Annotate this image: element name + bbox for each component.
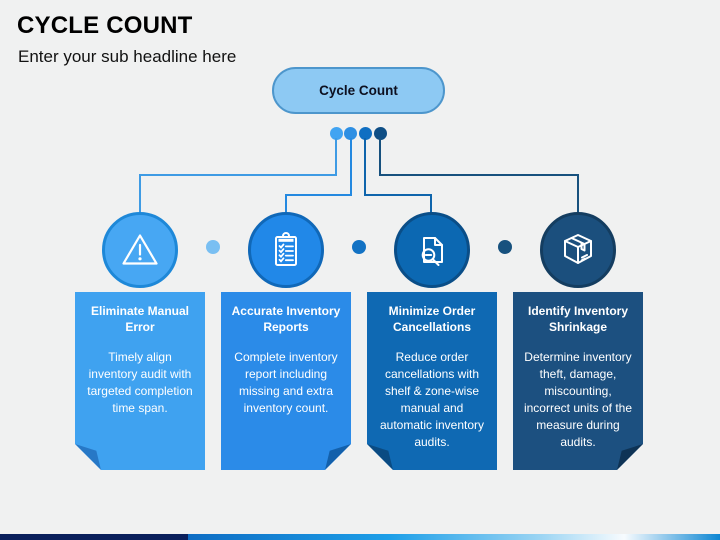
card-title: Eliminate Manual Error: [90, 304, 190, 334]
item-card[interactable]: Minimize Order Cancellations Reduce orde…: [367, 292, 497, 470]
hub-dot: [330, 127, 343, 140]
item-card[interactable]: Eliminate Manual Error Timely align inve…: [75, 292, 205, 470]
card-body: Reduce order cancellations with shelf & …: [379, 350, 485, 449]
card-body: Determine inventory theft, damage, misco…: [523, 350, 633, 449]
connector-line: [379, 138, 381, 176]
warning-triangle-icon: [122, 234, 158, 265]
connector-line: [364, 138, 366, 196]
card-title: Minimize Order Cancellations: [388, 304, 476, 334]
connector-line: [335, 138, 337, 176]
hub-pill[interactable]: Cycle Count: [272, 67, 445, 114]
item-card[interactable]: Accurate Inventory Reports Complete inve…: [221, 292, 351, 470]
card-title: Identify Inventory Shrinkage: [527, 304, 628, 334]
footer-bar-gradient: [188, 534, 720, 540]
hub-dot: [374, 127, 387, 140]
slide-title: CYCLE COUNT: [17, 12, 193, 39]
package-box-icon: [564, 234, 592, 264]
connector-line: [430, 196, 432, 214]
card-fold-corner: [75, 444, 101, 470]
item-circle[interactable]: [102, 212, 178, 288]
card-body: Complete inventory report including miss…: [234, 350, 338, 415]
hub-dot: [344, 127, 357, 140]
connector-line: [350, 138, 352, 196]
item-circle[interactable]: [394, 212, 470, 288]
document-search-icon: [421, 237, 443, 266]
item-card[interactable]: Identify Inventory Shrinkage Determine i…: [513, 292, 643, 470]
card-title: Accurate Inventory Reports: [231, 304, 341, 334]
item-circle[interactable]: [248, 212, 324, 288]
hub-dot: [359, 127, 372, 140]
separator-dot: [206, 240, 220, 254]
connector-line: [139, 174, 337, 176]
hub-pill-label: Cycle Count: [319, 83, 398, 98]
checklist-clipboard-icon: [275, 232, 297, 266]
item-circle[interactable]: [540, 212, 616, 288]
connector-line: [285, 194, 352, 196]
connector-line: [139, 176, 141, 214]
connector-line: [285, 196, 287, 214]
card-body: Timely align inventory audit with target…: [87, 350, 193, 415]
connector-line: [365, 194, 432, 196]
separator-dot: [498, 240, 512, 254]
footer-bar-left: [0, 534, 188, 540]
card-fold-corner: [325, 444, 351, 470]
connector-line: [577, 176, 579, 214]
slide-subtitle: Enter your sub headline here: [18, 47, 237, 66]
connector-line: [380, 174, 579, 176]
separator-dot: [352, 240, 366, 254]
